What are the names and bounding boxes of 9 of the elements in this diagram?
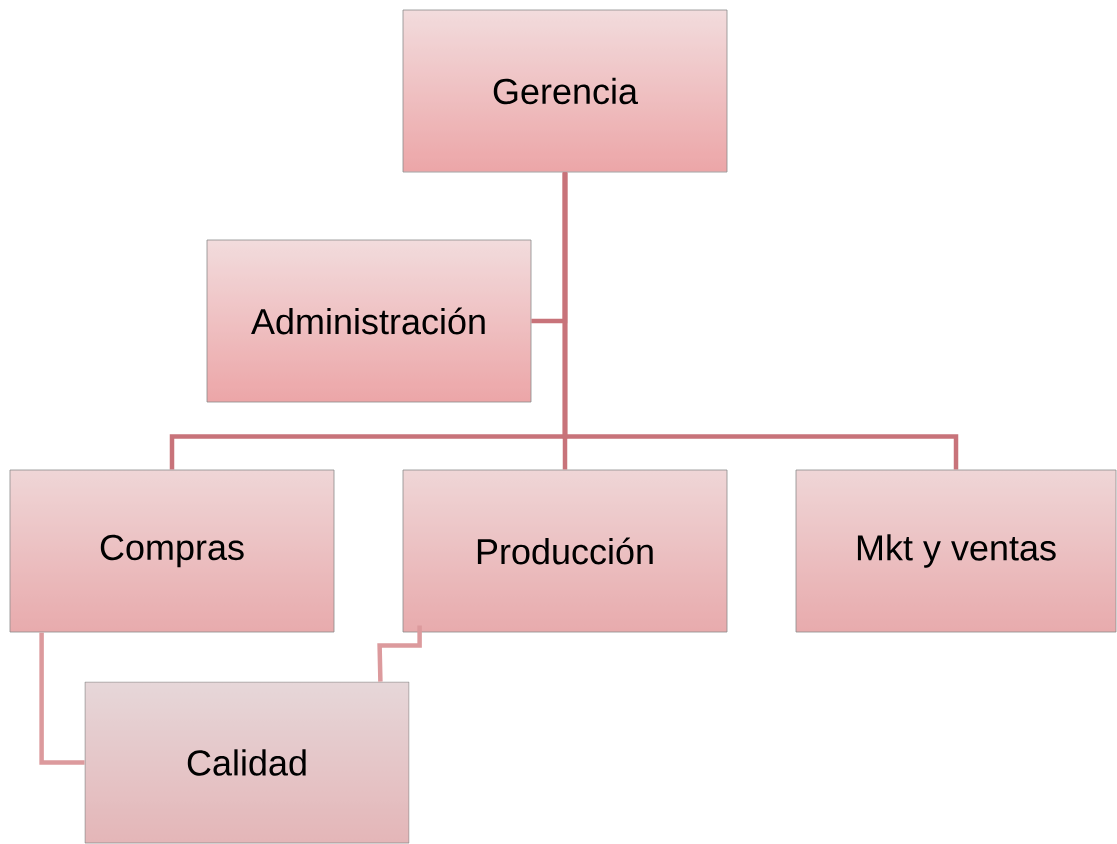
org-box: Calidad	[84, 681, 410, 844]
org-box: Producción	[402, 469, 728, 633]
connector-line	[39, 632, 85, 765]
org-box: Compras	[9, 469, 335, 633]
org-box: Gerencia	[402, 9, 728, 173]
org-box: Administración	[206, 239, 532, 403]
org-box: Mkt y ventas	[795, 469, 1117, 633]
connector-line	[562, 172, 959, 470]
connector-line	[377, 625, 422, 682]
